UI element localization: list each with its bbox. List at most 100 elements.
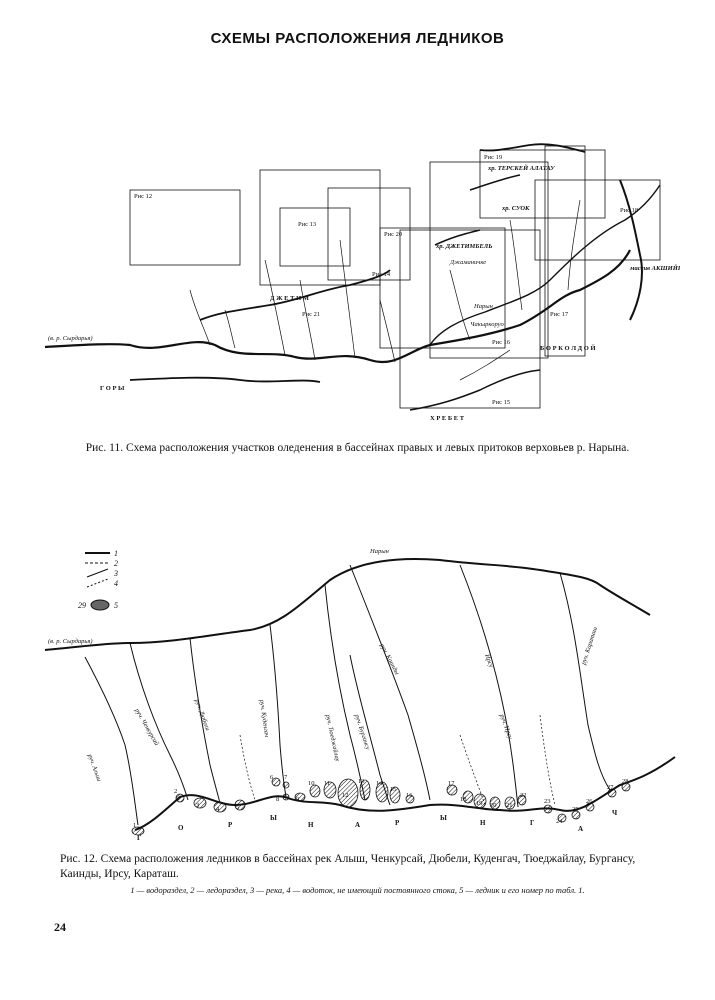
stream-d: [299, 279, 316, 361]
ridge-letter-10: А: [578, 825, 583, 833]
river-tyudjailau: [324, 584, 366, 801]
river-dyubeli: [189, 637, 221, 804]
box-fig13: [279, 207, 351, 267]
glacier-num-1: 1: [133, 822, 136, 829]
naryn-river: [44, 558, 651, 651]
glacier-11: [323, 781, 337, 799]
ridge-letter-11: Ч: [612, 809, 618, 817]
glacier-1: [131, 826, 145, 836]
box-fig15: [399, 229, 541, 409]
label-ridge-horz: Г О Р Ы: [100, 385, 125, 392]
label-ridge-djetimbel: хр. ДЖЕТИМБЕЛЬ: [435, 243, 492, 250]
glacier-num-20: 20: [490, 802, 497, 809]
glacier-num-8: 8: [276, 796, 279, 803]
label-chakyrkoruo: Чакыркоруо: [470, 321, 505, 328]
label-box-21: Рис 21: [302, 311, 320, 318]
label-ridge-suok: хр. СУОК: [501, 205, 530, 212]
glacier-26: [585, 802, 595, 812]
label-sirdarya: (в. р. Сырдарья): [48, 638, 93, 645]
ridge-line-4: [619, 179, 643, 321]
ridge-letter-8: Н: [480, 819, 486, 827]
glacier-18: [462, 790, 474, 804]
stream-b: [224, 309, 236, 349]
river-chenkursai: [129, 642, 189, 801]
glacier-21: [504, 796, 516, 810]
glacier-num-21: 21: [506, 802, 513, 809]
tributary-1: [479, 143, 586, 153]
ridge-letter-9: Г: [530, 819, 535, 827]
glacier-num-12: 12: [342, 792, 349, 799]
glacier-28: [621, 782, 631, 792]
glacier-num-16: 16: [406, 792, 413, 799]
label-box-15: Рис 15: [492, 399, 510, 406]
figure-11-caption: Рис. 11. Схема расположения участков оле…: [85, 442, 630, 454]
glacier-7: [282, 781, 290, 789]
glacier-num-10: 10: [308, 780, 315, 787]
glacier-num-11: 11: [324, 780, 330, 787]
ridge-letter-4: Н: [308, 821, 314, 829]
stream-1: [239, 734, 256, 801]
box-fig18: [534, 179, 661, 261]
ridge-letter-3: Ы: [270, 814, 277, 822]
glacier-12: [337, 778, 359, 808]
glacier-num-28: 28: [622, 778, 629, 785]
glacier-5: [234, 799, 246, 811]
label-box-13: Рис 13: [298, 221, 316, 228]
glacier-num-19: 19: [476, 800, 483, 807]
legend-num-2: 2: [114, 559, 118, 568]
stream-3: [539, 714, 556, 806]
label-kainy: руч. Каинды: [378, 642, 401, 677]
river-kainy: [349, 564, 431, 801]
label-box-17: Рис 17: [550, 311, 569, 318]
glacier-num-27: 27: [607, 784, 614, 791]
glacier-9: [294, 792, 306, 802]
glacier-num-6: 6: [270, 774, 274, 781]
ridge-letter-5: А: [355, 821, 360, 829]
glacier-num-26: 26: [586, 798, 593, 805]
glacier-num-5: 5: [236, 804, 239, 811]
glacier-3: [193, 797, 207, 809]
ridge-line-1: [199, 269, 391, 321]
label-box-16: Рис 16: [492, 339, 511, 346]
stream-g: [449, 269, 471, 341]
glacier-num-17: 17: [448, 780, 455, 787]
stream-c: [264, 259, 286, 356]
box-fig20: [379, 227, 506, 349]
glacier-23: [543, 804, 553, 814]
glacier-8: [282, 793, 290, 801]
figure-11-map: Рис 12 Рис 13 Рис 14 Рис 15 Рис 16 Рис 1…: [44, 143, 680, 422]
stream-f: [379, 299, 396, 363]
glacier-2: [175, 793, 185, 803]
glacier-num-24: 24: [556, 818, 563, 825]
ridge-letter-6: Р: [395, 819, 400, 827]
glacier-num-25: 25: [572, 806, 579, 813]
legend-num-3: 3: [113, 569, 118, 578]
figure-12-caption: Рис. 12. Схема расположения ледников в б…: [60, 853, 636, 880]
ridge-letter-2: Р: [228, 821, 233, 829]
ridge-line-2: [129, 376, 321, 383]
glacier-num-18: 18: [460, 796, 467, 803]
label-ridge-akshiirak: массив АКШИЙРАК: [629, 264, 680, 272]
box-fig19: [479, 149, 606, 219]
stream-i: [567, 199, 581, 291]
legend-sample: 29: [78, 601, 86, 610]
page-title: СХЕМЫ РАСПОЛОЖЕНИЯ ЛЕДНИКОВ: [210, 30, 505, 47]
glacier-19: [473, 793, 487, 809]
label-chenkursai: руч. Ченкурсай: [133, 707, 161, 748]
glacier-15: [389, 786, 401, 804]
glacier-17: [446, 784, 458, 796]
river-kudengach: [269, 624, 287, 798]
glacier-13: [359, 779, 371, 801]
glacier-num-14: 14: [376, 780, 383, 787]
stream-e: [339, 239, 356, 359]
glacier-num-7: 7: [284, 774, 288, 781]
legend-num-5: 5: [114, 601, 118, 610]
label-box-20: Рис 20: [384, 231, 402, 238]
river-alysh: [84, 656, 139, 826]
label-naryn: Нарын: [369, 548, 389, 555]
glacier-num-15: 15: [390, 786, 397, 793]
label-kudengach: руч. Куденгач: [258, 698, 270, 737]
label-box-14: Рис 14: [372, 271, 391, 278]
label-tyudjailau: руч. Тюеджайлау: [324, 713, 341, 762]
glacier-22: [517, 794, 527, 806]
